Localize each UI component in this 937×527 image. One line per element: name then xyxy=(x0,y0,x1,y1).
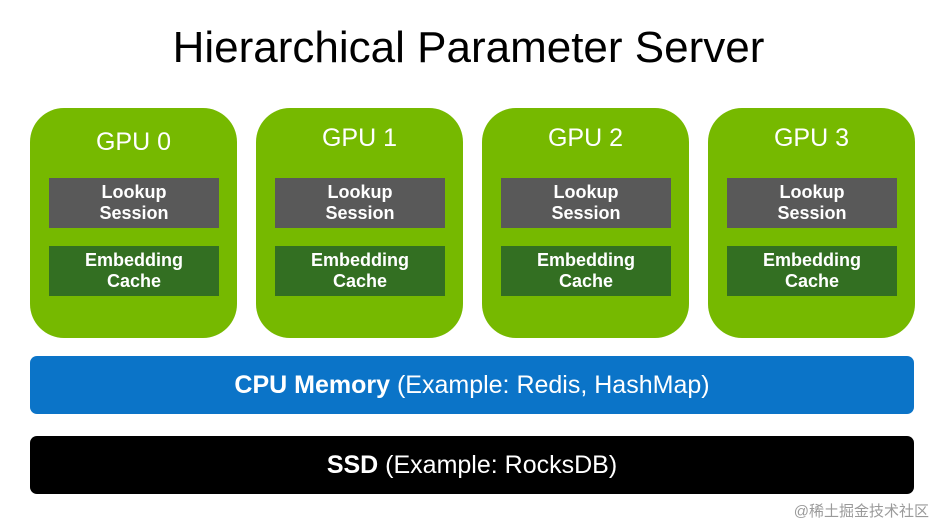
embedding-cache-box: Embedding Cache xyxy=(727,246,897,296)
lookup-session-box: Lookup Session xyxy=(501,178,671,228)
gpu-label: GPU 2 xyxy=(547,124,624,152)
cache-line-2: Cache xyxy=(784,271,840,291)
ssd-bar: SSD (Example: RocksDB) xyxy=(30,436,914,494)
gpu-label: GPU 1 xyxy=(321,124,398,152)
cpu-memory-bar: CPU Memory (Example: Redis, HashMap) xyxy=(30,356,914,414)
lookup-line-1: Lookup xyxy=(101,182,167,202)
cache-line-2: Cache xyxy=(558,271,614,291)
diagram-title: Hierarchical Parameter Server xyxy=(172,23,765,72)
lookup-line-2: Session xyxy=(551,203,621,223)
lookup-session-box: Lookup Session xyxy=(727,178,897,228)
gpu-2-block: GPU 2 Lookup Session Embedding Cache xyxy=(482,108,689,338)
lookup-line-2: Session xyxy=(777,203,847,223)
cpu-memory-detail: (Example: Redis, HashMap) xyxy=(390,370,710,399)
gpu-3-block: GPU 3 Lookup Session Embedding Cache xyxy=(708,108,915,338)
gpu-1-block: GPU 1 Lookup Session Embedding Cache xyxy=(256,108,463,338)
cache-line-1: Embedding xyxy=(763,250,861,270)
lookup-session-box: Lookup Session xyxy=(49,178,219,228)
lookup-session-box: Lookup Session xyxy=(275,178,445,228)
cache-line-1: Embedding xyxy=(537,250,635,270)
watermark: @稀土掘金技术社区 xyxy=(793,503,929,520)
gpu-label: GPU 3 xyxy=(773,124,850,152)
gpu-0-block: GPU 0 Lookup Session Embedding Cache xyxy=(30,108,237,338)
cache-line-1: Embedding xyxy=(311,250,409,270)
embedding-cache-box: Embedding Cache xyxy=(501,246,671,296)
gpu-label: GPU 0 xyxy=(95,128,172,156)
lookup-line-2: Session xyxy=(99,203,169,223)
lookup-line-1: Lookup xyxy=(553,182,619,202)
ssd-detail: (Example: RocksDB) xyxy=(378,450,618,479)
embedding-cache-box: Embedding Cache xyxy=(275,246,445,296)
ssd-name: SSD xyxy=(326,450,379,479)
lookup-line-1: Lookup xyxy=(327,182,393,202)
lookup-line-2: Session xyxy=(325,203,395,223)
cache-line-2: Cache xyxy=(106,271,162,291)
lookup-line-1: Lookup xyxy=(779,182,845,202)
cache-line-1: Embedding xyxy=(85,250,183,270)
cpu-memory-name: CPU Memory xyxy=(234,370,391,399)
cache-line-2: Cache xyxy=(332,271,388,291)
embedding-cache-box: Embedding Cache xyxy=(49,246,219,296)
